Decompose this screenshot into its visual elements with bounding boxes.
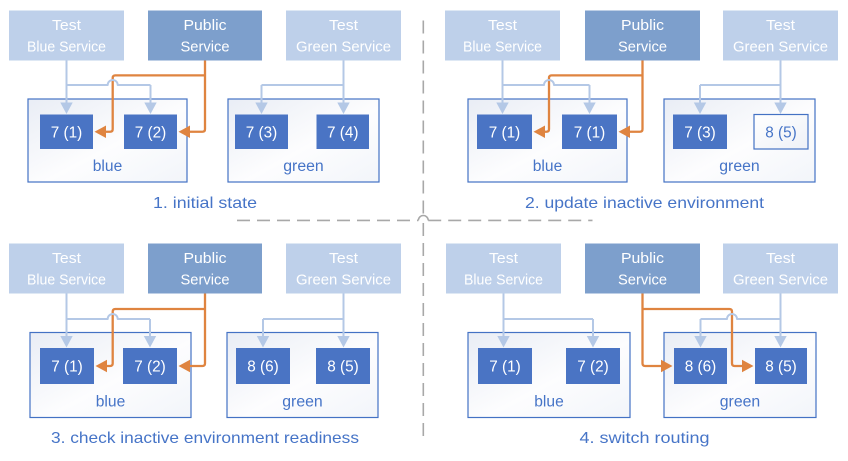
svg-text:7 (3): 7 (3) xyxy=(684,124,716,141)
svg-text:Public: Public xyxy=(184,251,227,267)
svg-text:Test: Test xyxy=(488,18,517,34)
svg-text:8 (5): 8 (5) xyxy=(765,124,797,141)
svg-text:8 (6): 8 (6) xyxy=(247,359,279,376)
svg-text:7 (2): 7 (2) xyxy=(577,359,609,376)
svg-text:Test: Test xyxy=(52,18,81,34)
svg-text:8 (5): 8 (5) xyxy=(327,359,359,376)
svg-text:Public: Public xyxy=(621,251,664,267)
svg-text:7 (3): 7 (3) xyxy=(246,124,278,141)
svg-text:blue: blue xyxy=(93,158,123,175)
svg-text:Public: Public xyxy=(621,18,664,34)
svg-text:1. initial state: 1. initial state xyxy=(153,195,257,212)
svg-text:Service: Service xyxy=(618,272,667,288)
svg-text:4. switch routing: 4. switch routing xyxy=(580,430,710,447)
svg-text:Blue Service: Blue Service xyxy=(464,272,543,288)
svg-text:7 (2): 7 (2) xyxy=(134,359,166,376)
svg-text:Test: Test xyxy=(329,251,358,267)
svg-text:Public: Public xyxy=(184,18,227,34)
svg-text:7 (2): 7 (2) xyxy=(135,124,167,141)
svg-text:Test: Test xyxy=(329,18,358,34)
svg-text:2. update inactive environment: 2. update inactive environment xyxy=(525,195,765,212)
svg-text:Blue Service: Blue Service xyxy=(27,39,106,55)
svg-text:8 (5): 8 (5) xyxy=(765,359,797,376)
svg-text:Test: Test xyxy=(52,251,81,267)
svg-text:Test: Test xyxy=(766,251,795,267)
svg-text:Green Service: Green Service xyxy=(733,272,828,288)
svg-text:8 (6): 8 (6) xyxy=(685,359,717,376)
svg-text:blue: blue xyxy=(533,158,563,175)
svg-text:Service: Service xyxy=(618,39,667,55)
svg-text:Test: Test xyxy=(766,18,795,34)
svg-text:Service: Service xyxy=(181,39,230,55)
svg-text:blue: blue xyxy=(534,394,564,411)
svg-text:Green Service: Green Service xyxy=(296,39,391,55)
svg-text:Blue Service: Blue Service xyxy=(27,272,106,288)
svg-text:Service: Service xyxy=(181,272,230,288)
svg-text:green: green xyxy=(283,158,324,175)
svg-text:Blue Service: Blue Service xyxy=(463,39,542,55)
svg-text:7 (1): 7 (1) xyxy=(51,124,83,141)
svg-text:green: green xyxy=(720,394,761,411)
svg-text:Green Service: Green Service xyxy=(296,272,391,288)
svg-text:7 (1): 7 (1) xyxy=(489,359,521,376)
svg-text:green: green xyxy=(719,158,760,175)
svg-text:7 (1): 7 (1) xyxy=(51,359,83,376)
svg-text:Test: Test xyxy=(489,251,518,267)
svg-text:blue: blue xyxy=(96,394,126,411)
svg-text:7 (1): 7 (1) xyxy=(489,124,521,141)
svg-text:green: green xyxy=(282,394,323,411)
svg-text:3. check inactive environment: 3. check inactive environment readiness xyxy=(51,430,359,447)
svg-text:Green Service: Green Service xyxy=(733,39,828,55)
svg-text:7 (1): 7 (1) xyxy=(574,124,606,141)
svg-text:7 (4): 7 (4) xyxy=(327,124,359,141)
